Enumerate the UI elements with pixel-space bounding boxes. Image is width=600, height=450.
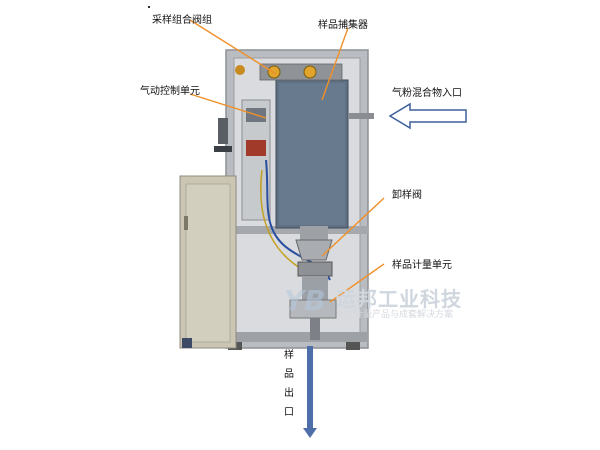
outlet-char: 品: [284, 369, 294, 380]
label-outlet: 样 品 出 口: [283, 346, 295, 422]
label-inlet: 气粉混合物入口: [392, 88, 462, 99]
air-tubing-2: [260, 169, 301, 269]
label-discharge-valve: 卸样阀: [392, 190, 422, 201]
watermark-logo: YB: [284, 284, 326, 317]
sample-collector: [275, 79, 349, 229]
leader-discharge-valve: [321, 197, 385, 257]
label-collector: 样品捕集器: [318, 20, 368, 31]
outlet-arrow: [303, 346, 317, 438]
label-pneumatic: 气动控制单元: [140, 86, 200, 97]
inlet-arrow: [388, 102, 467, 130]
leader-pneumatic: [189, 93, 267, 119]
leader-lines: [189, 19, 385, 303]
leader-valve-group: [189, 19, 277, 75]
discharge-assembly: [289, 226, 337, 340]
svg-text:YB: YB: [284, 284, 326, 317]
label-metering: 样品计量单元: [392, 260, 452, 271]
outlet-char: 样: [284, 350, 294, 361]
inlet-pipe: [348, 113, 374, 119]
marker-dot: [148, 6, 150, 8]
control-cabinet: [179, 175, 237, 349]
pneumatic-panel: [214, 99, 271, 221]
watermark-slogan: 专业计量产品与成套解决方案: [336, 310, 454, 320]
leader-metering: [329, 263, 385, 303]
outlet-char: 出: [284, 388, 294, 399]
outlet-char: 口: [284, 407, 294, 418]
watermark-company: 运邦工业科技: [336, 287, 462, 311]
label-valve-group: 采样组合阀组: [152, 15, 212, 26]
leader-collector: [321, 27, 349, 101]
